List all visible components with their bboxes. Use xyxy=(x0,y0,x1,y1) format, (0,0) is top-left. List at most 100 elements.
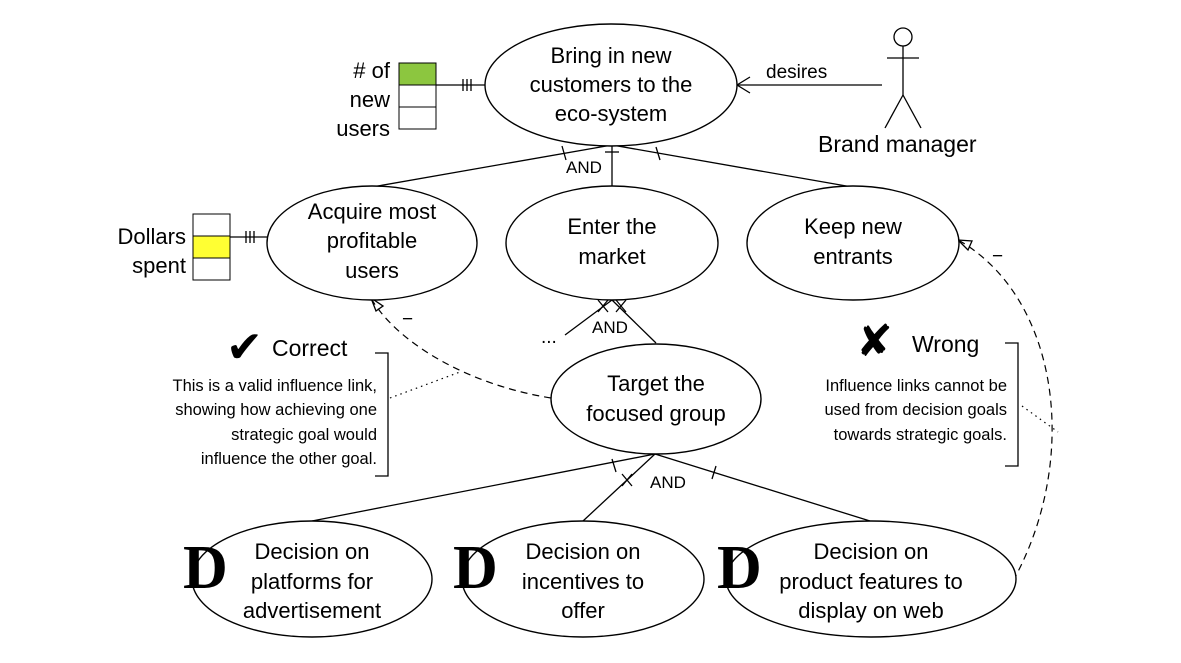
annotation-title: Correct xyxy=(272,335,348,361)
tick-mark xyxy=(561,145,567,161)
decision-goal-incentives: D Decision on incentives to offer xyxy=(453,520,705,638)
goal-text-line: platforms for xyxy=(251,569,373,594)
goal-bring-in-customers: Bring in new customers to the eco-system xyxy=(484,23,738,147)
annotation-line: used from decision goals xyxy=(824,401,1007,419)
metric-label-line: new xyxy=(350,87,390,112)
goal-oval xyxy=(191,520,433,638)
goal-text-line: Decision on xyxy=(255,539,370,564)
checkmark-icon: ✔ xyxy=(226,322,263,373)
goal-text-line: product features to xyxy=(779,569,962,594)
annotation-wrong: ✘ Wrong Influence links cannot be used f… xyxy=(824,316,1059,467)
influence-sign-wrong: − xyxy=(992,246,1003,267)
annotation-line: towards strategic goals. xyxy=(834,426,1007,444)
goal-oval xyxy=(746,185,960,301)
actor-leg-left xyxy=(884,94,904,129)
tick-mark xyxy=(611,458,617,473)
actor-brand-manager: Brand manager xyxy=(818,27,977,157)
decision-goal-product-features: D Decision on product features to displa… xyxy=(717,520,1017,638)
link-enter-ellipsis xyxy=(564,299,613,336)
actor-leg-right xyxy=(902,94,922,129)
goal-oval xyxy=(461,520,705,638)
influence-arrowhead-wrong xyxy=(956,239,973,252)
cross-mark xyxy=(621,473,633,487)
cross-mark xyxy=(597,299,609,313)
decision-marker-icon: D xyxy=(183,534,228,602)
goal-text-line: focused group xyxy=(586,401,725,426)
annotation-pointer xyxy=(389,371,461,399)
goal-text-line: display on web xyxy=(798,598,944,623)
metric-label-line: # of xyxy=(353,58,391,83)
metric-level-cell xyxy=(398,106,437,130)
goal-acquire-profitable-users: Acquire most profitable users xyxy=(266,185,478,301)
goal-text-line: advertisement xyxy=(243,598,381,623)
ellipsis-label: ... xyxy=(541,327,557,348)
link-top-keep xyxy=(611,144,853,188)
decision-marker-icon: D xyxy=(453,534,498,602)
annotation-line: This is a valid influence link, xyxy=(172,377,377,395)
goal-keep-new-entrants: Keep new entrants xyxy=(746,185,960,301)
goal-oval xyxy=(725,520,1017,638)
metric-connector-ticks xyxy=(245,231,255,243)
and-label-enter: AND xyxy=(592,318,628,337)
annotation-line: Influence links cannot be xyxy=(825,377,1007,395)
metric-label-line: Dollars xyxy=(118,224,186,249)
metric-dollars-spent: Dollars spent xyxy=(118,213,268,281)
goal-enter-market: Enter the market xyxy=(505,185,719,301)
goal-text-line: profitable xyxy=(327,228,418,253)
metric-level-cell xyxy=(192,235,231,259)
goal-text-line: entrants xyxy=(813,244,893,269)
cross-icon: ✘ xyxy=(856,316,893,367)
influence-link-wrong xyxy=(959,240,1053,582)
cross-mark xyxy=(615,299,627,313)
annotation-title: Wrong xyxy=(912,331,979,357)
annotation-correct: ✔ Correct This is a valid influence link… xyxy=(172,322,461,477)
metric-connector-ticks xyxy=(462,79,472,91)
goal-text-line: eco-system xyxy=(555,101,667,126)
goal-text-line: Bring in new xyxy=(550,43,671,68)
actor-head xyxy=(893,27,913,47)
link-top-acquire xyxy=(371,144,613,188)
metric-level-cell xyxy=(192,213,231,237)
tick-mark xyxy=(711,465,717,480)
annotation-bracket xyxy=(375,352,389,477)
and-label-target: AND xyxy=(650,473,686,492)
annotation-pointer xyxy=(1021,405,1059,433)
annotation-line: strategic goal would xyxy=(231,426,377,444)
decision-marker-icon: D xyxy=(717,534,762,602)
goal-text-line: incentives to xyxy=(522,569,644,594)
annotation-line: influence the other goal. xyxy=(201,450,377,468)
goal-text-line: market xyxy=(578,244,645,269)
goal-text-line: offer xyxy=(561,598,605,623)
goal-text-line: Acquire most xyxy=(308,199,436,224)
metric-label-line: users xyxy=(336,116,390,141)
metric-level-cell xyxy=(192,257,231,281)
influence-link-correct xyxy=(371,299,552,399)
and-label-top: AND xyxy=(566,158,602,177)
annotation-line: showing how achieving one xyxy=(175,401,377,419)
tick-mark xyxy=(655,146,661,161)
metric-new-users: # of new users xyxy=(336,58,486,141)
metric-level-cell xyxy=(398,62,437,86)
metric-label-line: spent xyxy=(132,253,186,278)
goal-oval xyxy=(550,343,762,455)
goal-oval xyxy=(484,23,738,147)
link-target-platforms xyxy=(311,453,656,522)
actor-name: Brand manager xyxy=(818,131,977,157)
decomposition-links xyxy=(311,144,871,522)
metric-level-cell xyxy=(398,84,437,108)
goal-text-line: Target the xyxy=(607,371,705,396)
decision-goal-platforms: D Decision on platforms for advertisemen… xyxy=(183,520,433,638)
goal-text-line: users xyxy=(345,258,399,283)
annotation-bracket xyxy=(1005,342,1019,467)
desires-label: desires xyxy=(766,62,827,83)
goal-text-line: Decision on xyxy=(814,539,929,564)
link-target-incentives xyxy=(582,453,656,522)
goal-text-line: Decision on xyxy=(526,539,641,564)
goal-target-focused-group: Target the focused group xyxy=(550,343,762,455)
influence-sign-correct: − xyxy=(402,309,413,330)
goal-text-line: customers to the xyxy=(530,72,693,97)
influence-arrowhead-correct xyxy=(369,296,385,313)
goal-text-line: Keep new xyxy=(804,214,902,239)
goal-oval xyxy=(266,185,478,301)
